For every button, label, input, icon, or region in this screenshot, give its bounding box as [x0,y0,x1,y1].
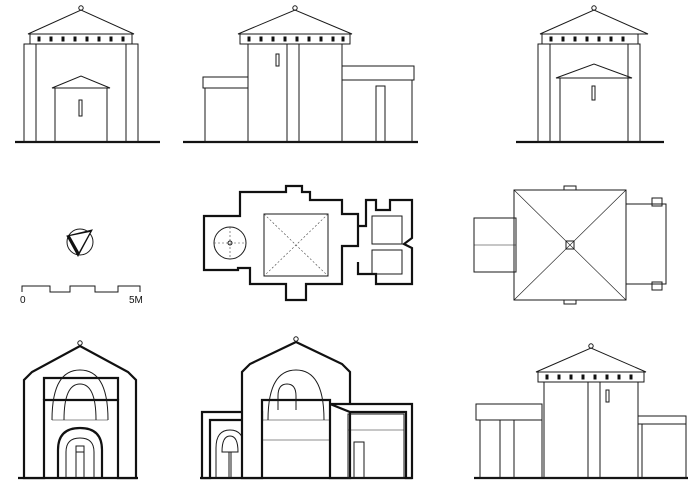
roof-finial [591,5,597,11]
pyramid-roof [539,9,649,35]
scale-end-label: 5M [129,295,143,306]
roof-finial [292,5,298,11]
roof-finial [588,343,594,349]
apse-wall [559,77,629,143]
apse-gable [555,63,633,79]
roof-plan-east-annex [625,203,667,285]
left-annex-roof [202,76,249,89]
cornice-brackets [549,36,625,42]
roof-plan-porch [563,185,577,191]
right-annex-column [375,85,386,143]
pyramid-roof [27,9,135,35]
vault-arch [267,369,325,421]
cornice-brackets [545,374,633,380]
roof-plan-porch [563,299,577,305]
vault-arch [51,369,109,421]
roof-plan-chimney [651,197,663,207]
altar [75,445,85,453]
scale-bar-line [21,285,141,293]
annex-room [347,413,405,479]
window-slit [275,53,280,67]
elevation-rear-east [516,5,664,144]
scale-bar: 0 5M [20,285,143,306]
tower-body [549,43,629,143]
section-outline [22,344,138,480]
plan-annex-room [371,249,403,275]
section-transverse [18,340,138,480]
section-tower-wall [240,340,352,480]
tower-body [247,43,343,143]
roof-plan [473,185,667,305]
annex-door [353,441,365,479]
plan-nave-outline [202,184,360,302]
pilaster [286,43,300,143]
wing-left [23,43,37,143]
pyramid-roof [535,347,647,373]
apse-arch [215,429,245,478]
cornice [29,33,133,45]
elevation-front-west [15,5,160,144]
tower-body [543,381,639,479]
roof-plan-apex [565,240,575,250]
porch-wall [54,87,108,143]
scale-start-label: 0 [20,295,26,306]
porch-gable [51,75,111,89]
right-annex-wall [341,79,413,143]
left-annex-column [499,419,515,479]
left-annex-wall [204,87,249,143]
right-annex-roof [341,65,415,81]
floor-plan [202,184,414,302]
section-cornice [42,376,120,400]
plan-annex-room [371,215,403,245]
window-slit [591,85,596,101]
window-slit [78,99,83,117]
right-annex-wall [641,423,687,479]
roof-finial [293,336,299,342]
apse-window [221,435,239,453]
pyramid-roof [237,9,353,35]
apse-inner-arch [65,437,95,478]
wing-right [125,43,139,143]
left-annex-wall [479,419,543,479]
north-arrow-circle [66,228,94,256]
wing-left [537,43,551,143]
plan-annex-outline [356,198,414,286]
window-arch [277,383,297,410]
cornice [537,371,645,383]
section-annex-wall [329,402,414,480]
plan-nave-inner [263,213,329,277]
roof-finial [78,5,84,11]
tower-body [35,43,127,143]
section-longitudinal [200,336,414,480]
roof-plan-chimney [651,281,663,291]
wing-right [627,43,641,143]
left-annex-roof [475,403,543,421]
north-arrow [66,228,94,258]
apse-arch [56,426,104,478]
cornice-brackets [37,36,125,42]
roof-finial [77,340,83,346]
pilaster [587,381,601,479]
elevation-side-south [474,343,688,480]
cornice-brackets [247,36,345,42]
right-annex-roof [637,415,687,425]
window-slit [605,389,610,403]
elevation-side-north [183,5,418,144]
vault-inner-arch [63,383,97,421]
